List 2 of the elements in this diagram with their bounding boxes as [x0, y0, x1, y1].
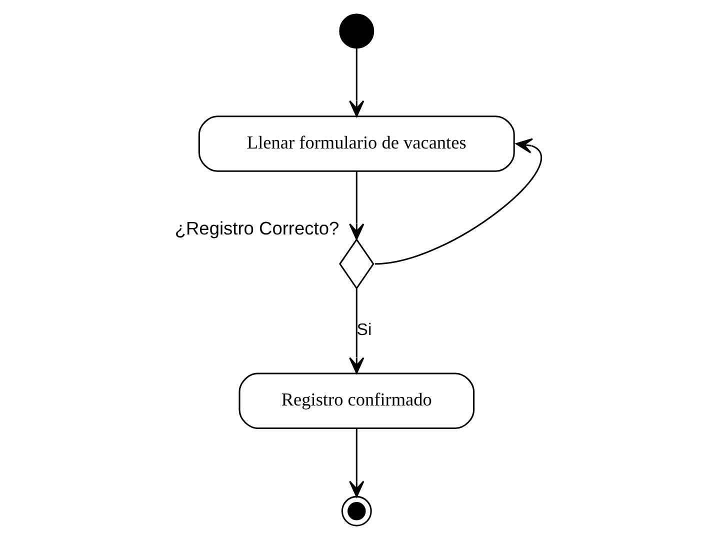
node-label: ¿Registro Correcto?: [174, 217, 339, 238]
edge-label: Si: [356, 320, 372, 340]
